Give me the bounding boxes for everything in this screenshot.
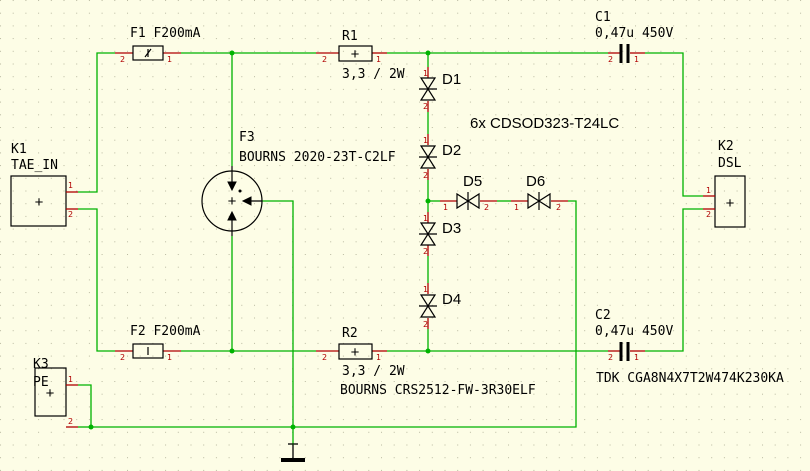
- diode-note: 6x CDSOD323-T24LC: [470, 115, 619, 132]
- d5-ref: D5: [463, 173, 482, 190]
- svg-text:2: 2: [423, 102, 428, 111]
- svg-text:2: 2: [608, 353, 613, 362]
- f3-ref: F3: [239, 130, 255, 145]
- c2-part: TDK CGA8N4X7T2W474K230KA: [596, 371, 784, 386]
- connector-k2: + 1 2 K2 DSL: [703, 139, 746, 228]
- junction-dots: [88, 50, 431, 430]
- svg-text:2: 2: [706, 210, 711, 219]
- svg-text:2: 2: [322, 353, 327, 362]
- tvs-diode-d1: 1 2 D1: [419, 67, 461, 112]
- svg-text:2: 2: [608, 55, 613, 64]
- svg-text:1: 1: [634, 353, 639, 362]
- capacitor-c1: 2 1 C1 0,47u 450V: [595, 10, 673, 64]
- k2-ref: K2: [718, 139, 734, 154]
- svg-text:2: 2: [556, 203, 561, 212]
- connector-k1: + 1 2 K1 TAE_IN: [10, 142, 78, 227]
- r2-part: BOURNS CRS2512-FW-3R30ELF: [340, 383, 536, 398]
- fuse-f2: 2 1 F2 F200mA: [115, 324, 201, 362]
- plus-icon: +: [351, 46, 360, 63]
- fuse-f1: 2 1 F1 F200mA: [115, 26, 201, 64]
- svg-text:2: 2: [68, 417, 73, 426]
- f2-label: F2 F200mA: [130, 324, 201, 339]
- c1-ref: C1: [595, 10, 611, 25]
- svg-text:2: 2: [423, 320, 428, 329]
- plus-icon: +: [726, 195, 735, 212]
- k2-name: DSL: [718, 156, 742, 171]
- tvs-diode-d4: 1 2 D4: [419, 283, 461, 329]
- wires: [78, 52, 703, 445]
- f1-label: F1 F200mA: [130, 26, 201, 41]
- plus-icon: +: [35, 194, 44, 211]
- surge-arrester-f3: + F3 BOURNS 2020-23T-C2LF: [201, 130, 396, 236]
- tvs-diode-d2: 1 2 D2: [419, 134, 461, 180]
- capacitor-c2: 2 1 C2 0,47u 450V TDK CGA8N4X7T2W474K230…: [595, 308, 784, 386]
- r1-value: 3,3 / 2W: [342, 67, 405, 82]
- svg-text:1: 1: [376, 353, 381, 362]
- plus-icon: +: [351, 344, 360, 361]
- svg-text:1: 1: [634, 55, 639, 64]
- connector-k3: + 1 2 K3 PE: [33, 357, 78, 428]
- d6-ref: D6: [526, 173, 545, 190]
- r2-value: 3,3 / 2W: [342, 364, 405, 379]
- tvs-diode-d3: 1 2 D3: [419, 212, 461, 256]
- svg-text:1: 1: [514, 203, 519, 212]
- d4-ref: D4: [442, 291, 461, 308]
- resistor-r2: + 2 1 R2 3,3 / 2W BOURNS CRS2512-FW-3R30…: [316, 326, 536, 398]
- k1-name: TAE_IN: [11, 158, 58, 173]
- c2-ref: C2: [595, 308, 611, 323]
- svg-text:1: 1: [68, 375, 73, 384]
- svg-text:1: 1: [167, 55, 172, 64]
- d1-ref: D1: [442, 71, 461, 88]
- f3-value: BOURNS 2020-23T-C2LF: [239, 150, 396, 165]
- tvs-diode-d6: 1 2 D6: [511, 173, 568, 212]
- c1-value: 0,47u 450V: [595, 26, 673, 41]
- d3-ref: D3: [442, 220, 461, 237]
- ground-symbol-icon: [281, 443, 305, 462]
- d2-ref: D2: [442, 142, 461, 159]
- k3-name: PE: [33, 375, 49, 390]
- svg-text:1: 1: [68, 181, 73, 190]
- svg-text:2: 2: [423, 171, 428, 180]
- svg-text:1: 1: [706, 186, 711, 195]
- svg-text:2: 2: [120, 55, 125, 64]
- c2-value: 0,47u 450V: [595, 324, 673, 339]
- svg-text:1: 1: [423, 285, 428, 294]
- k3-ref: K3: [33, 357, 49, 372]
- k1-ref: K1: [11, 142, 27, 157]
- tvs-diode-d5: 1 2 D5: [440, 173, 497, 212]
- r2-ref: R2: [342, 326, 358, 341]
- svg-text:2: 2: [484, 203, 489, 212]
- svg-text:1: 1: [443, 203, 448, 212]
- svg-text:2: 2: [120, 353, 125, 362]
- svg-text:1: 1: [376, 55, 381, 64]
- svg-text:2: 2: [68, 210, 73, 219]
- svg-text:1: 1: [423, 214, 428, 223]
- svg-text:1: 1: [423, 136, 428, 145]
- svg-text:1: 1: [167, 353, 172, 362]
- svg-text:2: 2: [423, 247, 428, 256]
- plus-icon: +: [228, 193, 237, 210]
- resistor-r1: + 2 1 R1 3,3 / 2W: [316, 29, 405, 82]
- plus-icon: +: [46, 385, 55, 402]
- svg-text:1: 1: [423, 69, 428, 78]
- r1-ref: R1: [342, 29, 358, 44]
- svg-text:2: 2: [322, 55, 327, 64]
